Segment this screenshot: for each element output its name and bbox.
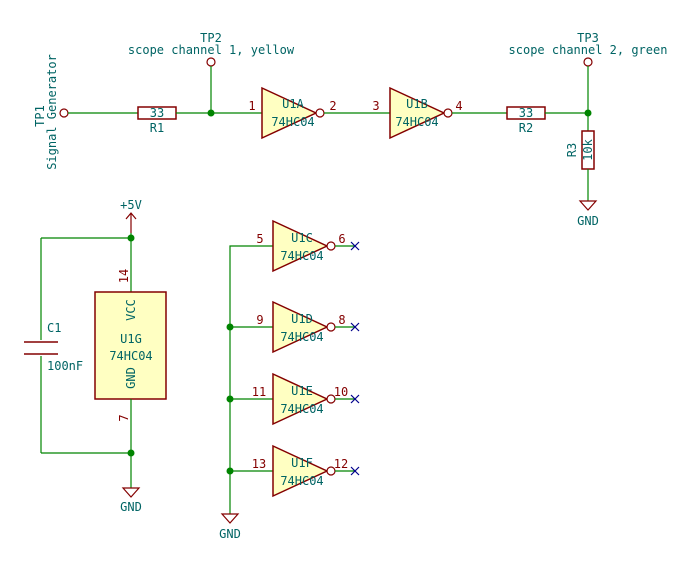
junction-gnd xyxy=(127,449,135,457)
r3-ref: R3 xyxy=(565,143,579,157)
vcc-arrow-icon xyxy=(125,212,137,220)
u1g-body xyxy=(94,291,167,400)
u1f-body xyxy=(272,444,329,498)
u1b-inverter[interactable]: 3 4 U1B 74HC04 xyxy=(372,86,463,140)
r2-value: 33 xyxy=(519,106,533,120)
junction-vcc xyxy=(127,234,135,242)
u1g-gnd-pin-name: GND xyxy=(124,367,138,389)
gnd-label-u1g: GND xyxy=(120,500,142,514)
junction-tp2 xyxy=(207,109,215,117)
junction-u1e xyxy=(226,395,234,403)
u1b-body xyxy=(389,86,446,140)
r3-value: 10k xyxy=(581,138,595,160)
u1e-body xyxy=(272,372,329,426)
u1c-bubble xyxy=(326,241,336,251)
u1g-vcc-pin: 14 xyxy=(117,269,131,283)
u1g-value: 74HC04 xyxy=(109,349,152,363)
u1c-ref: U1C xyxy=(291,231,313,245)
u1f-ref: U1F xyxy=(291,456,313,470)
tp3-ref: TP3 xyxy=(577,31,599,45)
u1d-bubble xyxy=(326,322,336,332)
u1g-ref: U1G xyxy=(120,332,142,346)
junction-u1d xyxy=(226,323,234,331)
u1e-value: 74HC04 xyxy=(280,402,323,416)
vcc-symbol: +5V xyxy=(120,198,142,233)
u1d-value: 74HC04 xyxy=(280,330,323,344)
gnd-symbol-r3: GND xyxy=(577,200,599,228)
u1f-noconnect-icon xyxy=(350,466,360,476)
c1-ref: C1 xyxy=(47,321,61,335)
wire-unused-inputs xyxy=(229,245,273,514)
tp2-pin-circle xyxy=(206,57,216,67)
u1d-ref: U1D xyxy=(291,312,313,326)
vcc-label: +5V xyxy=(120,198,142,212)
tp1-value: Signal Generator xyxy=(45,54,59,170)
u1b-ref: U1B xyxy=(406,97,428,111)
u1g-power-unit[interactable]: VCC GND U1G 74HC04 14 7 xyxy=(94,269,167,422)
u1d-body xyxy=(272,300,329,354)
u1c-out-pin: 6 xyxy=(338,232,345,246)
tp2-testpoint[interactable]: TP2 scope channel 1, yellow xyxy=(128,31,295,67)
r1-ref: R1 xyxy=(150,121,164,135)
c1-capacitor[interactable]: C1 100nF xyxy=(24,238,83,453)
tp1-testpoint[interactable]: TP1 Signal Generator xyxy=(33,54,69,170)
tp1-ref: TP1 xyxy=(33,105,47,127)
gnd-symbol-u1g: GND xyxy=(120,487,142,514)
u1e-in-pin: 11 xyxy=(252,385,266,399)
u1a-body xyxy=(261,86,318,140)
u1c-inverter[interactable]: 5 6 U1C 74HC04 xyxy=(256,219,360,273)
r1-resistor[interactable]: 33 R1 xyxy=(137,106,177,135)
u1c-noconnect-icon xyxy=(350,241,360,251)
u1a-out-pin: 2 xyxy=(329,99,336,113)
tp3-testpoint[interactable]: TP3 scope channel 2, green xyxy=(509,31,668,67)
u1e-inverter[interactable]: 11 10 U1E 74HC04 xyxy=(252,372,360,426)
u1e-out-pin: 10 xyxy=(334,385,348,399)
c1-value: 100nF xyxy=(47,359,83,373)
u1b-out-pin: 4 xyxy=(455,99,462,113)
gnd-icon xyxy=(220,513,240,524)
u1c-in-pin: 5 xyxy=(256,232,263,246)
u1a-inverter[interactable]: 1 2 U1A 74HC04 xyxy=(248,86,337,140)
gnd-label-unused: GND xyxy=(219,527,241,541)
gnd-icon xyxy=(578,200,598,211)
u1f-out-pin: 12 xyxy=(334,457,348,471)
junction-tp3 xyxy=(584,109,592,117)
tp1-pin-circle xyxy=(59,108,69,118)
u1c-body xyxy=(272,219,329,273)
u1e-ref: U1E xyxy=(291,384,313,398)
r2-ref: R2 xyxy=(519,121,533,135)
gnd-symbol-unused: GND xyxy=(219,513,241,541)
tp2-value: scope channel 1, yellow xyxy=(128,43,295,57)
u1d-out-pin: 8 xyxy=(338,313,345,327)
gnd-icon xyxy=(121,487,141,498)
u1c-value: 74HC04 xyxy=(280,249,323,263)
u1g-gnd-pin: 7 xyxy=(117,414,131,421)
u1a-ref: U1A xyxy=(282,97,304,111)
u1d-inverter[interactable]: 9 8 U1D 74HC04 xyxy=(256,300,360,354)
u1f-in-pin: 13 xyxy=(252,457,266,471)
u1g-vcc-pin-name: VCC xyxy=(124,299,138,321)
u1b-value: 74HC04 xyxy=(395,115,438,129)
r1-value: 33 xyxy=(150,106,164,120)
u1e-noconnect-icon xyxy=(350,394,360,404)
u1b-bubble xyxy=(443,108,453,118)
u1a-value: 74HC04 xyxy=(271,115,314,129)
r2-resistor[interactable]: 33 R2 xyxy=(506,106,546,135)
r3-resistor[interactable]: 10k R3 xyxy=(565,130,595,170)
u1a-bubble xyxy=(315,108,325,118)
junction-u1f xyxy=(226,467,234,475)
tp2-ref: TP2 xyxy=(200,31,222,45)
u1f-inverter[interactable]: 13 12 U1F 74HC04 xyxy=(252,444,360,498)
gnd-label-r3: GND xyxy=(577,214,599,228)
u1a-in-pin: 1 xyxy=(248,99,255,113)
u1f-value: 74HC04 xyxy=(280,474,323,488)
tp3-pin-circle xyxy=(583,57,593,67)
u1d-noconnect-icon xyxy=(350,322,360,332)
u1b-in-pin: 3 xyxy=(372,99,379,113)
tp3-value: scope channel 2, green xyxy=(509,43,668,57)
u1d-in-pin: 9 xyxy=(256,313,263,327)
